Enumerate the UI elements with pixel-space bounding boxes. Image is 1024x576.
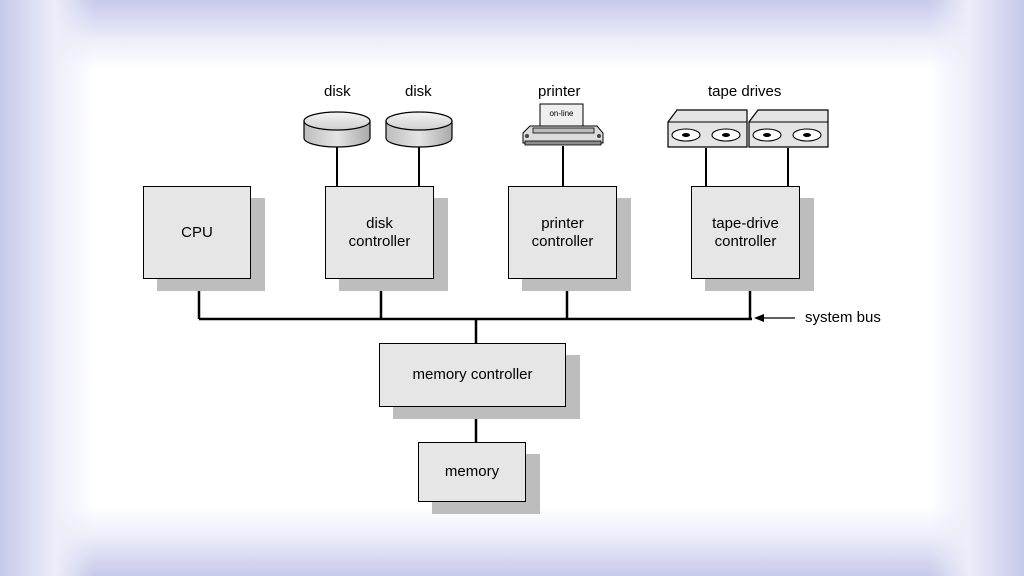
disk-icon xyxy=(303,111,371,148)
disk-controller-label: disk controller xyxy=(348,214,411,250)
memory-controller-label: memory controller xyxy=(412,366,533,383)
tape-drive-controller-label: tape-drive controller xyxy=(712,214,779,250)
disk-controller-box: disk controller xyxy=(325,186,434,279)
printer-controller-label: printer controller xyxy=(531,214,594,250)
disk-label: disk xyxy=(405,83,432,100)
tape-drive-icon xyxy=(748,109,829,148)
printer-panel-label: on-line xyxy=(549,109,574,118)
system-bus-label: system bus xyxy=(805,309,881,326)
printer-label: printer xyxy=(538,83,581,100)
tape-drive-icon xyxy=(667,109,748,148)
tape-drive-controller-box: tape-drive controller xyxy=(691,186,800,279)
memory-box: memory xyxy=(418,442,526,502)
cpu-box: CPU xyxy=(143,186,251,279)
memory-label: memory xyxy=(444,463,500,480)
disk-label: disk xyxy=(324,83,351,100)
cpu-label: CPU xyxy=(181,223,213,241)
printer-controller-box: printer controller xyxy=(508,186,617,279)
tape-drives-label: tape drives xyxy=(708,83,782,100)
memory-controller-box: memory controller xyxy=(379,343,566,407)
system-bus-arrowhead xyxy=(754,314,764,322)
printer-icon xyxy=(522,103,604,146)
disk-icon xyxy=(385,111,453,148)
